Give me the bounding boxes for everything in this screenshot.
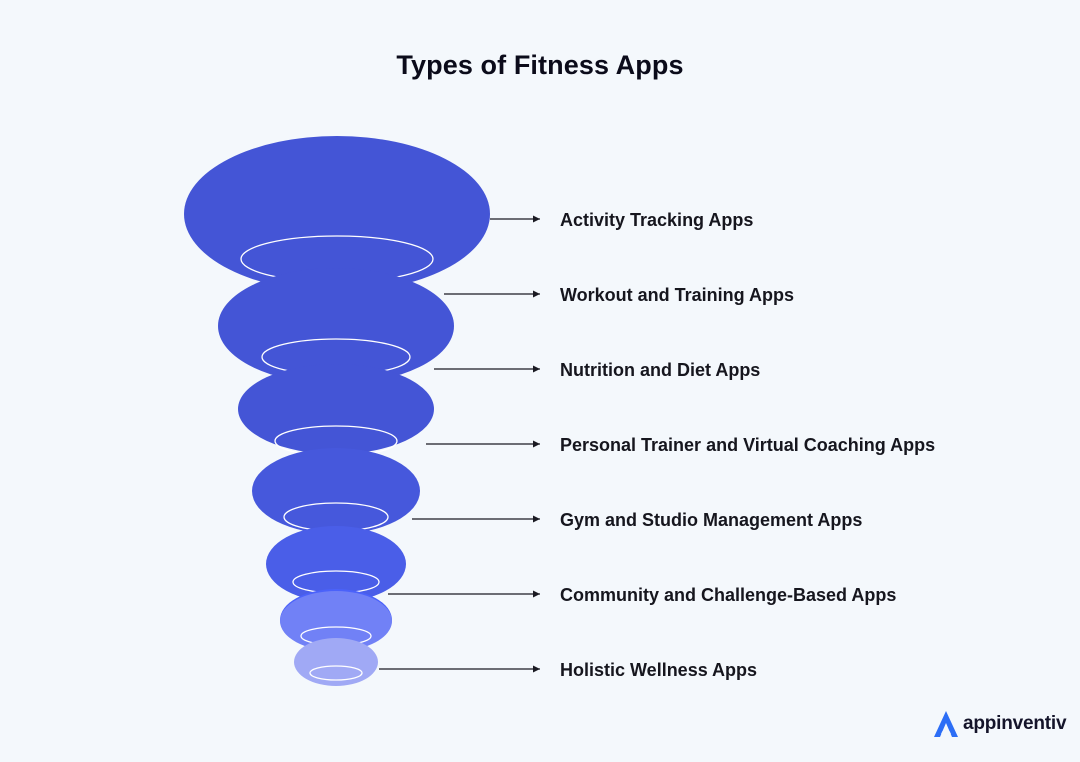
appinventiv-logo-icon	[934, 711, 958, 737]
brand-name: appinventiv	[963, 713, 1067, 734]
layer-nutrition-diet	[238, 364, 434, 457]
brand-logo: appinventiv	[932, 709, 1067, 739]
label-community-challenge: Community and Challenge-Based Apps	[560, 585, 897, 605]
layer-workout-training-body	[218, 268, 454, 384]
layer-holistic-wellness	[294, 638, 378, 686]
label-personal-trainer: Personal Trainer and Virtual Coaching Ap…	[560, 435, 936, 455]
layer-intermediate-body	[280, 591, 392, 651]
label-holistic-wellness: Holistic Wellness Apps	[560, 660, 758, 680]
layer-nutrition-diet-body	[238, 364, 434, 454]
label-activity-tracking: Activity Tracking Apps	[560, 210, 754, 230]
layer-gym-studio-body	[266, 526, 406, 602]
layer-holistic-wellness-body	[294, 638, 378, 686]
layer-personal-trainer	[252, 448, 420, 534]
layer-activity-tracking-body	[184, 136, 490, 292]
page-title: Types of Fitness Apps	[396, 50, 684, 80]
layer-personal-trainer-body	[252, 448, 420, 534]
label-gym-studio: Gym and Studio Management Apps	[560, 510, 863, 530]
label-nutrition-diet: Nutrition and Diet Apps	[560, 360, 761, 380]
label-workout-training: Workout and Training Apps	[560, 285, 794, 305]
layer-holistic-wellness-ring	[309, 665, 363, 681]
